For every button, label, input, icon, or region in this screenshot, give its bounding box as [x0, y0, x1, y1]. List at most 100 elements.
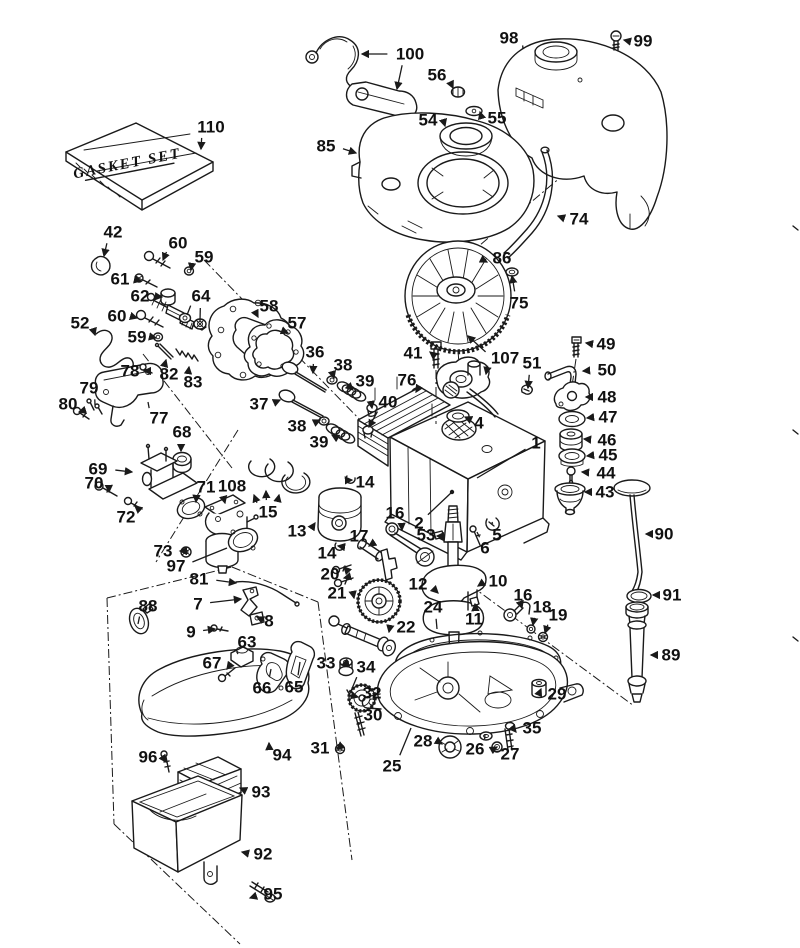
part-callout-13: 13: [288, 522, 307, 541]
part-callout-9: 9: [186, 623, 195, 642]
leader-line-32: [349, 691, 360, 700]
leader-line-97: [192, 547, 228, 563]
part-callout-65: 65: [285, 678, 304, 697]
leader-line-38: [311, 419, 322, 427]
part-callout-46: 46: [598, 431, 617, 450]
leader-line-65: [297, 661, 301, 676]
fuel-fittings-column: [544, 336, 591, 516]
part-callout-60: 60: [108, 307, 127, 326]
part-callout-110: 110: [197, 118, 224, 137]
leader-line-9: [203, 625, 217, 635]
blower-housing: [351, 86, 554, 277]
leader-line-72: [134, 505, 144, 514]
engine-block: [357, 376, 550, 561]
part-callout-70: 70: [85, 474, 104, 493]
part-callout-88: 88: [139, 597, 158, 616]
leader-line-17: [367, 538, 378, 547]
leader-line-20: [343, 566, 353, 576]
leader-line-37: [271, 399, 282, 407]
part-callout-76: 76: [398, 371, 417, 390]
leader-line-18: [530, 617, 539, 627]
part-callout-12: 12: [409, 575, 428, 594]
part-callout-79: 79: [80, 379, 99, 398]
leader-line-66: [268, 668, 272, 678]
flywheel: [404, 240, 512, 355]
part-callout-40: 40: [379, 393, 398, 412]
air-cleaner-group: [131, 750, 276, 903]
part-callout-26: 26: [466, 740, 485, 759]
leader-line-15: [252, 493, 261, 504]
piston-group: [248, 458, 385, 562]
leader-line-58: [250, 308, 259, 319]
leader-line-56: [446, 79, 454, 90]
leader-line-110: [197, 137, 206, 151]
part-callout-17: 17: [350, 527, 369, 546]
part-callout-45: 45: [599, 446, 618, 465]
part-callout-68: 68: [173, 423, 192, 442]
part-callout-89: 89: [662, 646, 681, 665]
part-callout-19: 19: [549, 606, 568, 625]
leader-line-27: [488, 746, 499, 755]
leader-line-57: [279, 326, 290, 335]
leader-line-6: [476, 531, 481, 538]
leader-line-52: [88, 326, 97, 337]
part-callout-10: 10: [489, 572, 508, 591]
part-callout-95: 95: [264, 885, 283, 904]
part-callout-74: 74: [570, 210, 589, 229]
part-callout-35: 35: [523, 719, 542, 738]
part-callout-6: 6: [480, 539, 489, 558]
part-callout-92: 92: [254, 845, 273, 864]
leader-line-10: [476, 578, 487, 587]
part-callout-29: 29: [548, 685, 567, 704]
part-callout-55: 55: [488, 109, 507, 128]
leader-line-82: [159, 358, 169, 369]
page-edge-marks: [792, 225, 799, 642]
part-callout-71: 71: [197, 478, 216, 497]
leader-line-33: [340, 658, 351, 667]
leader-line-14: [336, 542, 346, 552]
part-callout-58: 58: [260, 297, 279, 316]
part-callout-107: 107: [491, 349, 519, 368]
leader-line-51: [524, 374, 533, 390]
part-callout-97: 97: [167, 557, 186, 576]
part-callout-18: 18: [533, 598, 552, 617]
leader-line-35: [508, 723, 517, 733]
part-callout-16: 16: [386, 504, 405, 523]
leader-line-96: [158, 753, 167, 764]
leader-line-74: [556, 214, 567, 223]
leader-line-95: [248, 891, 259, 900]
part-callout-73: 73: [154, 542, 173, 561]
part-callout-22: 22: [397, 618, 416, 637]
part-callout-57: 57: [288, 314, 307, 333]
part-callout-53: 53: [417, 526, 436, 545]
part-callout-31: 31: [311, 739, 330, 758]
part-callout-91: 91: [663, 586, 682, 605]
leader-line-63: [236, 651, 239, 655]
leader-line-28: [433, 736, 444, 745]
camshaft: [356, 548, 402, 624]
leader-dot-2: [449, 489, 455, 495]
leader-line-100: [394, 65, 403, 91]
part-callout-11: 11: [465, 610, 483, 629]
leader-line-12: [429, 584, 439, 594]
part-callout-69: 69: [89, 460, 108, 479]
leader-line-39: [344, 382, 354, 391]
part-callout-33: 33: [317, 654, 336, 673]
part-callout-47: 47: [599, 408, 618, 427]
leader-line-86: [478, 255, 489, 263]
part-callout-25: 25: [383, 757, 402, 776]
leader-line-88: [137, 616, 141, 625]
leader-line-4: [463, 416, 474, 424]
leader-line-107: [467, 335, 487, 353]
part-callout-98: 98: [500, 29, 519, 48]
leader-line-5: [491, 521, 494, 525]
part-callout-38: 38: [288, 417, 307, 436]
part-callout-56: 56: [428, 66, 447, 85]
part-callout-59: 59: [128, 328, 147, 347]
leader-line-67: [226, 660, 235, 671]
leader-line-60: [128, 311, 139, 320]
part-callout-90: 90: [655, 525, 674, 544]
starter-rope: [305, 36, 418, 119]
part-callout-94: 94: [273, 746, 292, 765]
